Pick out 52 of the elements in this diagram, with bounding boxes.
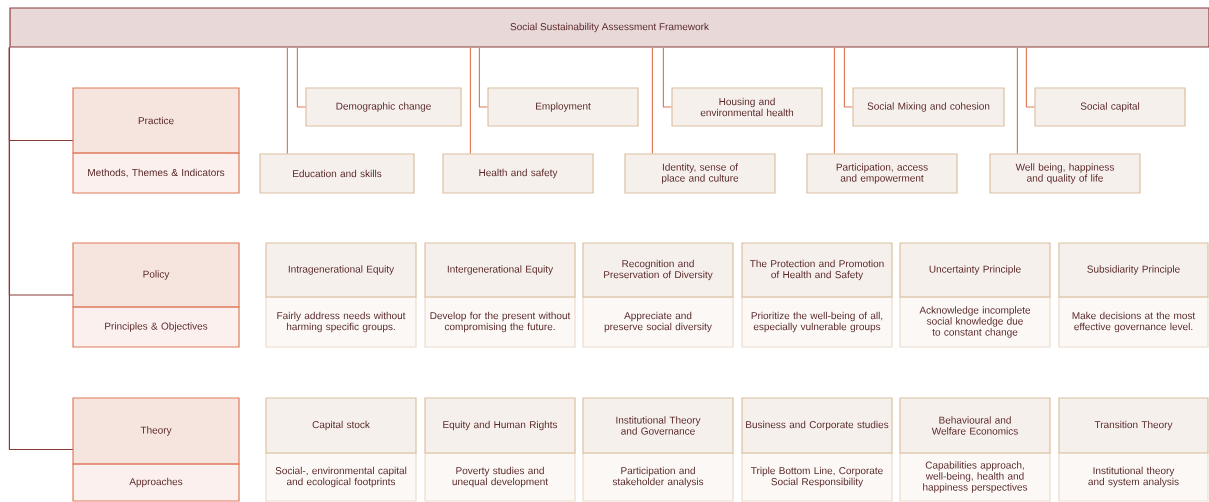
connector-line — [843, 47, 853, 108]
connector-line — [1016, 47, 1018, 154]
principle-card: Equity and Human Rights Poverty studies and unequal development — [424, 397, 576, 502]
theme-box: Social Mixing and cohesion — [852, 87, 1005, 127]
node-label: Principles & Objectives — [105, 322, 208, 332]
node-label: Triple Bottom Line, Corporate Social Responsibility — [751, 466, 883, 488]
principle-card: Transition Theory Institutional theory and system analysis — [1058, 397, 1209, 502]
connector-line — [662, 47, 672, 108]
theme-box: Housing and environmental health — [671, 87, 823, 127]
principle-card: Intragenerational Equity Fairly address needs without harming specific groups. — [265, 242, 417, 348]
node-label: Approaches — [129, 477, 183, 488]
node-label: Poverty studies and unequal development — [452, 466, 549, 488]
principle-card: Intergenerational Equity Develop for the present without compromising the future. — [424, 242, 576, 348]
theme-box: Demographic change — [305, 87, 462, 127]
theme-box: Employment — [487, 87, 639, 127]
node-label: Make decisions at the most effective governance level. — [1072, 311, 1196, 333]
principle-card: Institutional Theory and Governance Participation and stakeholder analysis — [582, 397, 734, 502]
connector-line — [296, 47, 306, 108]
connector-line — [286, 47, 288, 154]
theme-box: Participation, access and empowerment — [806, 153, 958, 194]
connector-line — [478, 47, 488, 108]
principle-card: Behavioural and Welfare Economics Capabilities approach, well-being, health and happiness perspectives — [899, 397, 1051, 502]
connector-line — [469, 47, 471, 154]
category-box: Theory Approaches — [72, 397, 240, 502]
theme-box: Well being, happiness and quality of life — [989, 153, 1141, 194]
title-band: Social Sustainability Assessment Framework — [9, 7, 1209, 48]
principle-card: Subsidiarity Principle Make decisions at the most effective governance level. — [1058, 242, 1209, 348]
node-label: Participation and stakeholder analysis — [612, 466, 704, 488]
theme-box: Education and skills — [259, 153, 415, 194]
theme-box: Health and safety — [442, 153, 594, 194]
node-label: Prioritize the well-being of all, especially vulnerable groups — [751, 311, 883, 333]
principle-card: Recognition and Preservation of Diversity Appreciate and preserve social diversity — [582, 242, 734, 348]
node-label: Appreciate and preserve social diversity — [604, 311, 712, 333]
principle-card: Business and Corporate studies Triple Bottom Line, Corporate Social Responsibility — [741, 397, 893, 502]
principle-card: Uncertainty Principle Acknowledge incomplete social knowledge due to constant change — [899, 242, 1051, 348]
connector-line — [833, 47, 835, 154]
node-label: Develop for the present without compromising the future. — [430, 311, 571, 333]
principle-card: The Protection and Promotion of Health and Safety Prioritize the well-being of all, especially vulnerable groups — [741, 242, 893, 348]
node-label: Methods, Themes & Indicators — [88, 168, 225, 178]
connector-line — [1025, 47, 1035, 108]
connector-line — [651, 47, 653, 154]
category-box: Practice Methods, Themes & Indicators — [72, 87, 240, 194]
node-label: Institutional theory and system analysis — [1088, 466, 1179, 488]
node-label: Fairly address needs without harming specific groups. — [277, 311, 406, 333]
principle-card: Capital stock Social-, environmental capital and ecological footprints — [265, 397, 417, 502]
theme-box: Identity, sense of place and culture — [624, 153, 776, 194]
category-box: Policy Principles & Objectives — [72, 242, 240, 348]
node-label: Acknowledge incomplete social knowledge due to constant change — [919, 306, 1031, 338]
node-label: Capabilities approach, well-being, health and happiness perspectives — [923, 461, 1028, 493]
connector-line — [8, 47, 74, 451]
theme-box: Social capital — [1034, 87, 1186, 127]
node-label: Social-, environmental capital and ecological footprints — [275, 466, 407, 488]
